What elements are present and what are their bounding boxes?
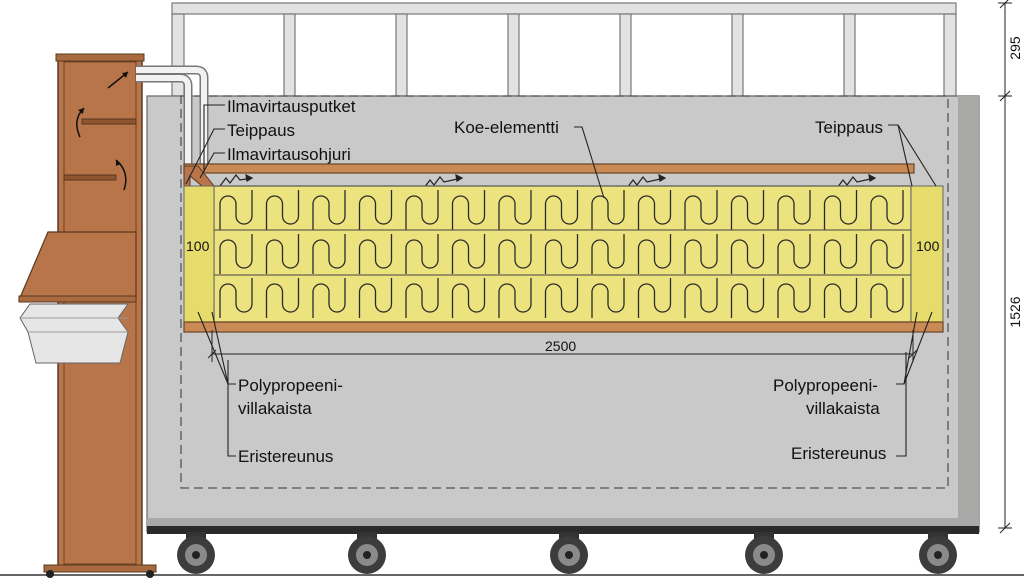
wheels (177, 532, 957, 574)
wheel (177, 532, 215, 574)
label-test-element: Koe-elementti (454, 118, 559, 137)
dimension-chamber-height: 1526 (1007, 296, 1023, 327)
wheel (348, 532, 386, 574)
dimension-strip-left: 100 (186, 238, 210, 254)
airflow-arrows (219, 173, 877, 189)
label-taping-left: Teippaus (227, 121, 295, 140)
dimension-frame-height: 295 (1007, 36, 1023, 60)
pp-wool-strip-left (183, 185, 215, 329)
label-pp-wool-right-2: villakaista (806, 399, 880, 418)
top-frame (171, 2, 957, 97)
airflow-guide (183, 163, 915, 189)
label-taping-right: Teippaus (815, 118, 883, 137)
label-pp-wool-left-2: villakaista (238, 399, 312, 418)
test-element (213, 185, 912, 323)
dimension-lines (207, 0, 1012, 534)
label-airflow-pipes: Ilmavirtausputket (227, 97, 356, 116)
label-pp-wool-left-1: Polypropeeni- (238, 376, 343, 395)
pp-wool-strip-right (910, 185, 944, 329)
label-insulation-edge-left: Eristereunus (238, 447, 333, 466)
bottom-plate (183, 321, 944, 333)
label-insulation-edge-right: Eristereunus (791, 444, 886, 463)
dimension-strip-right: 100 (916, 238, 940, 254)
wheel (550, 532, 588, 574)
wheel (919, 532, 957, 574)
airflow-pipes (136, 65, 209, 172)
label-pp-wool-right-1: Polypropeeni- (773, 376, 878, 395)
insulation-edge-outline (180, 95, 949, 489)
label-airflow-guide: Ilmavirtausohjuri (227, 145, 351, 164)
leader-lines (185, 104, 937, 457)
dimension-width: 2500 (545, 338, 576, 354)
wheel (745, 532, 783, 574)
fan-tower (18, 53, 157, 578)
